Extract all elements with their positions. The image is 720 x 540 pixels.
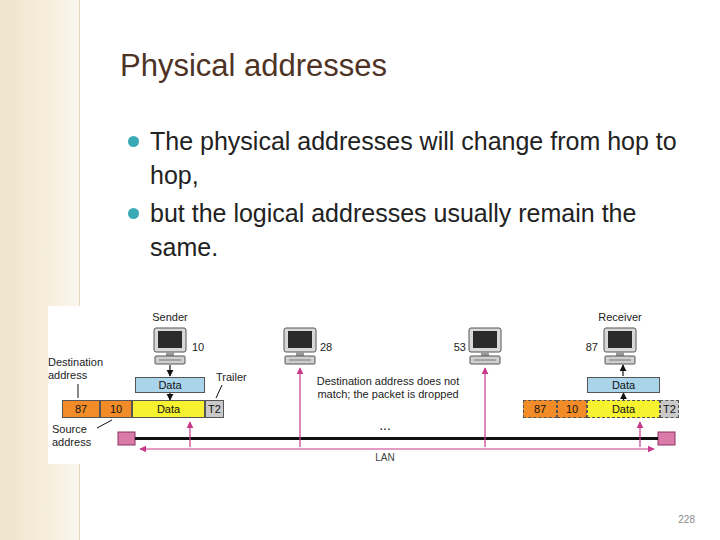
- bullet-dot: [128, 136, 139, 147]
- destination-address-cell: 87: [523, 400, 557, 418]
- callout-label: Trailer: [216, 371, 266, 384]
- cell-text: 10: [110, 404, 122, 415]
- cell-text: 87: [534, 404, 546, 415]
- slide-title: Physical addresses: [120, 48, 387, 84]
- bullet-dot: [128, 208, 139, 219]
- station-address: 28: [320, 341, 344, 354]
- cell-text: Data: [612, 380, 635, 391]
- cell-text: T2: [208, 404, 221, 415]
- bullet-text: but the logical addresses usually remain…: [150, 196, 690, 264]
- cell-text: Data: [158, 380, 181, 391]
- trailer-cell: T2: [660, 400, 679, 418]
- station-address: 53: [442, 341, 466, 354]
- data-cell: Data: [587, 400, 660, 418]
- drop-note: Destination address does not match; the …: [316, 375, 460, 401]
- trailer-cell: T2: [205, 400, 224, 418]
- bullet-text: The physical addresses will change from …: [150, 124, 690, 192]
- data-box: Data: [587, 377, 660, 393]
- data-cell: Data: [132, 400, 205, 418]
- station-name: Receiver: [585, 311, 655, 324]
- callout-label: Source address: [52, 423, 104, 449]
- cell-text: Data: [157, 404, 180, 415]
- station-name: Sender: [140, 311, 200, 324]
- data-flow-arrow: [169, 393, 170, 400]
- ellipsis: ...: [370, 418, 400, 433]
- cell-text: 10: [566, 404, 578, 415]
- source-address-cell: 10: [100, 400, 132, 418]
- station-address: 87: [574, 341, 598, 354]
- destination-address-cell: 87: [62, 400, 100, 418]
- data-box: Data: [135, 377, 205, 393]
- data-flow-arrow: [623, 393, 624, 400]
- cell-text: 87: [75, 404, 87, 415]
- network-name: LAN: [365, 452, 405, 464]
- cell-text: T2: [663, 404, 676, 415]
- station-address: 10: [192, 341, 216, 354]
- page-number: 228: [655, 514, 695, 526]
- source-address-cell: 10: [557, 400, 587, 418]
- callout-label: Destination address: [48, 356, 118, 382]
- cell-text: Data: [612, 404, 635, 415]
